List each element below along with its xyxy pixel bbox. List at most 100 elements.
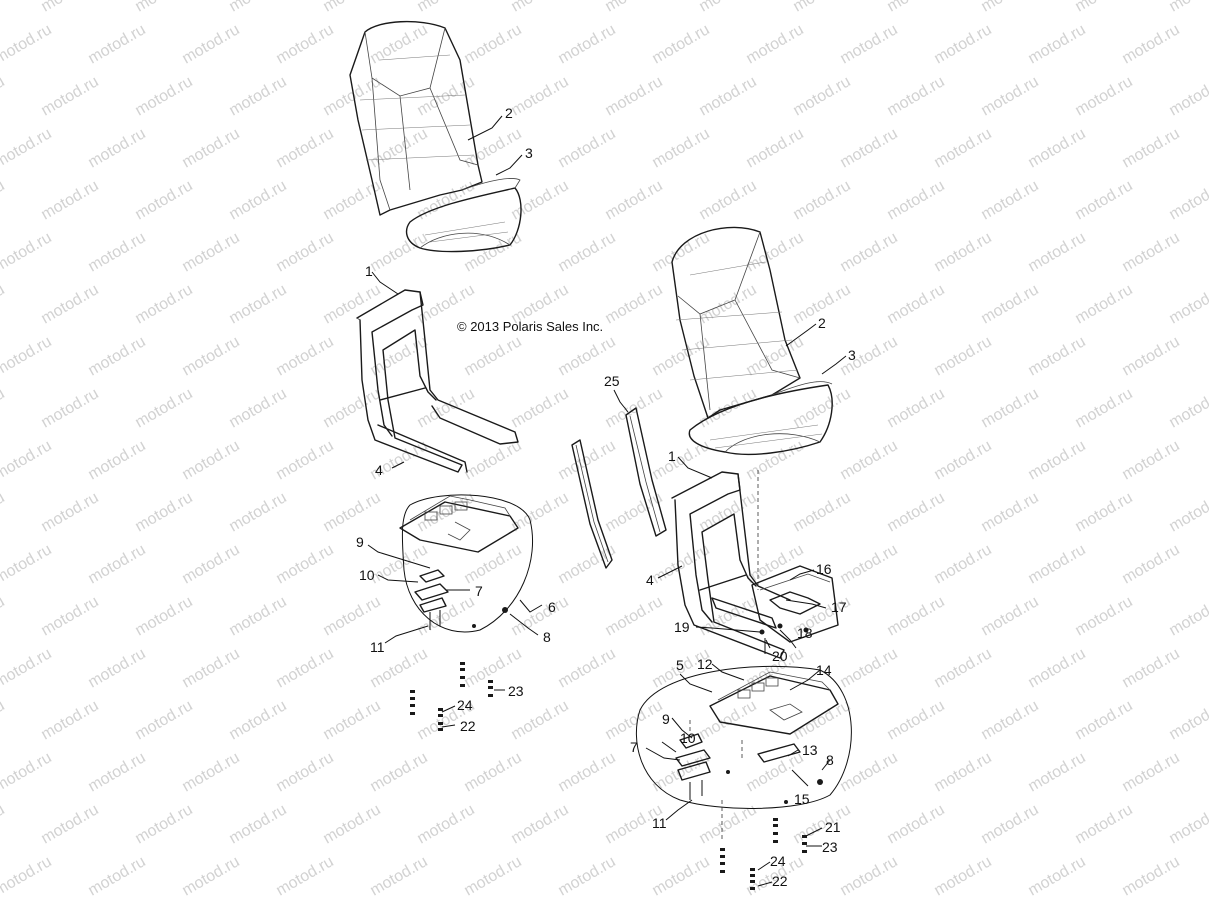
watermark-text: motod.ru [132,593,195,639]
callout-7-right: 7 [630,739,638,755]
watermark-text: motod.ru [1119,21,1182,67]
watermark-text: motod.ru [85,229,148,275]
watermark-text: motod.ru [743,437,806,483]
callout-3-left: 3 [525,145,533,161]
watermark-text: motod.ru [602,0,665,15]
callout-11-right: 11 [652,815,667,831]
callout-18: 18 [797,625,813,641]
left-hardware [410,662,493,731]
watermark-text: motod.ru [508,697,571,743]
watermark-text: motod.ru [978,385,1041,431]
callout-4-left: 4 [375,462,383,478]
watermark-text: motod.ru [1025,125,1088,171]
callout-2-left: 2 [505,105,513,121]
watermark-text: motod.ru [461,437,524,483]
watermark-text: motod.ru [978,281,1041,327]
watermark-text: motod.ru [226,489,289,535]
watermark-text: motod.ru [978,801,1041,847]
watermark-text: motod.ru [179,645,242,691]
watermark-text: motod.ru [38,281,101,327]
watermark-text: motod.ru [132,0,195,15]
watermark-text: motod.ru [179,125,242,171]
callout-1-left: 1 [365,263,373,279]
watermark-text: motod.ru [696,73,759,119]
right-hardware [720,818,807,890]
seat-trim-strips [571,407,667,569]
watermark-text: motod.ru [320,697,383,743]
watermark-text: motod.ru [461,125,524,171]
watermark-text: motod.ru [179,437,242,483]
watermark-text: motod.ru [320,0,383,15]
callout-9-left: 9 [356,534,364,550]
watermark-text: motod.ru [0,177,8,223]
callout-8-right: 8 [826,752,834,768]
watermark-text: motod.ru [226,593,289,639]
callout-14: 14 [816,662,832,678]
right-seat [671,226,833,456]
watermark-text: motod.ru [649,21,712,67]
watermark-text: motod.ru [367,125,430,171]
callout-9-right: 9 [662,711,670,727]
watermark-text: motod.ru [931,437,994,483]
watermark-text: motod.ru [1119,125,1182,171]
watermark-text: motod.ru [1166,489,1209,535]
watermark-text: motod.ru [38,385,101,431]
watermark-text: motod.ru [132,489,195,535]
watermark-text: motod.ru [414,0,477,15]
watermark-text: motod.ru [0,229,55,275]
watermark-text: motod.ru [367,229,430,275]
watermark-text: motod.ru [320,385,383,431]
watermark-text: motod.ru [555,125,618,171]
watermark-text: motod.ru [508,385,571,431]
callout-22-right: 22 [772,873,788,889]
watermark-text: motod.ru [132,73,195,119]
callout-23-right: 23 [822,839,838,855]
watermark-text: motod.ru [85,749,148,795]
watermark-text: motod.ru [978,593,1041,639]
watermark-text: motod.ru [0,853,55,899]
watermark-text: motod.ru [320,177,383,223]
watermark-text: motod.ru [696,593,759,639]
watermark-text: motod.ru [132,385,195,431]
watermark-text: motod.ru [1119,437,1182,483]
watermark-text: motod.ru [1025,749,1088,795]
watermark-text: motod.ru [132,281,195,327]
watermark-text: motod.ru [837,125,900,171]
callout-24-right: 24 [770,853,786,869]
watermark-text: motod.ru [555,437,618,483]
watermark-text: motod.ru [0,281,8,327]
watermark-text: motod.ru [508,0,571,15]
left-seat [349,20,522,253]
watermark-text: motod.ru [273,541,336,587]
watermark-text: motod.ru [931,853,994,899]
watermark-text: motod.ru [931,125,994,171]
watermark-text: motod.ru [884,177,947,223]
watermark-text: motod.ru [0,645,55,691]
watermark-text: motod.ru [273,21,336,67]
watermark-text: motod.ru [273,853,336,899]
watermark-text: motod.ru [1119,541,1182,587]
watermark-text: motod.ru [1025,541,1088,587]
watermark-text: motod.ru [1166,593,1209,639]
watermark-text: motod.ru [414,801,477,847]
watermark-text: motod.ru [696,697,759,743]
watermark-text: motod.ru [743,333,806,379]
watermark-text: motod.ru [931,541,994,587]
watermark-text: motod.ru [0,749,55,795]
watermark-text: motod.ru [85,645,148,691]
watermark-text: motod.ru [179,749,242,795]
watermark-text: motod.ru [555,229,618,275]
watermark-text: motod.ru [1166,177,1209,223]
watermark-text: motod.ru [1119,229,1182,275]
callout-10-left: 10 [359,567,375,583]
callout-7-left: 7 [475,583,483,599]
watermark-text: motod.ru [0,125,55,171]
watermark-text: motod.ru [414,73,477,119]
callout-22-left: 22 [460,718,476,734]
watermark-text: motod.ru [38,177,101,223]
watermark-text: motod.ru [555,21,618,67]
watermark-text: motod.ru [1025,229,1088,275]
watermark-text: motod.ru [1119,333,1182,379]
